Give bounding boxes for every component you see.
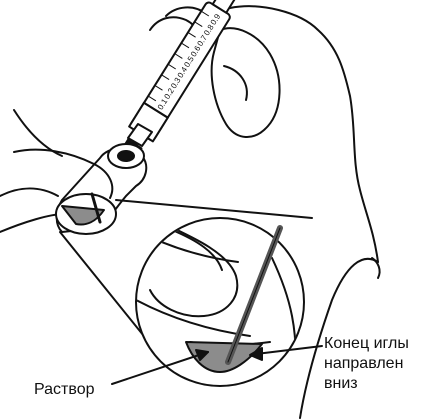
scale-tick (187, 31, 196, 38)
magnified-finger (149, 221, 239, 318)
right-arm-outline (229, 5, 379, 263)
scale-tick (167, 63, 176, 70)
scale-tick (147, 95, 157, 102)
needle-hub (127, 123, 153, 147)
thumb-outline (210, 27, 281, 138)
needle-tip-label-line2: направлен (324, 355, 404, 372)
scale-tick (154, 84, 163, 91)
vial-solution-small (61, 205, 105, 226)
left-hand-outline (13, 148, 114, 199)
scale-tick (174, 53, 183, 59)
scale-tick (181, 42, 190, 49)
scale-tick (194, 21, 203, 28)
needle-tip-pointer-arrow (249, 347, 263, 361)
right-wrist-outline (299, 257, 379, 419)
solution-pointer-line (111, 351, 209, 385)
solution-label: Раствор (34, 381, 95, 398)
needle-tip-pointer-line (255, 345, 323, 355)
solution-pointer-arrow (195, 349, 209, 361)
scale-tick (200, 10, 210, 17)
needle-tip-label-line3: вниз (324, 375, 358, 392)
zoom-line-top (115, 199, 313, 219)
scale-tick (161, 74, 170, 81)
needle-tip-label-line1: Конец иглы (324, 335, 409, 352)
